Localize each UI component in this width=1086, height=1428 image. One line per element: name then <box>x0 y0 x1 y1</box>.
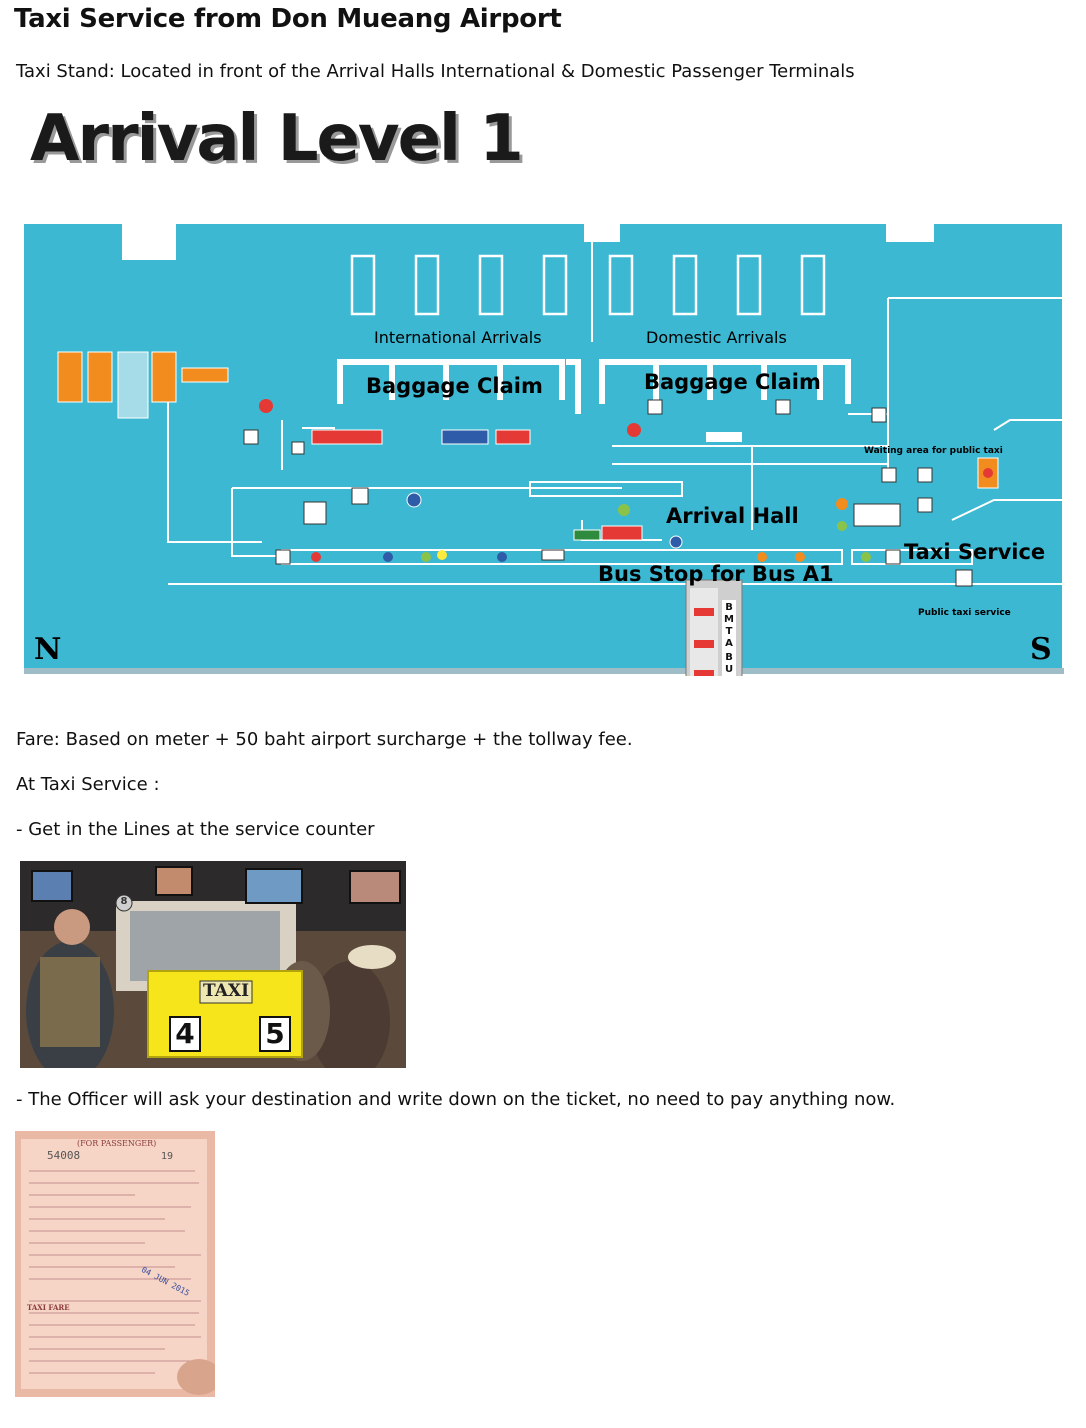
svg-text:B: B <box>725 602 733 613</box>
ticket-lines <box>29 1170 201 1374</box>
svg-text:A: A <box>725 638 733 649</box>
map-heading: Arrival Level 1 <box>30 102 524 176</box>
ticket-line-number: 19 <box>161 1151 174 1162</box>
taxi-service-label: Taxi Service <box>904 540 1046 564</box>
bus-stop-letters: BMT ABUS <box>724 602 734 687</box>
officer-text: - The Officer will ask your destination … <box>16 1089 896 1110</box>
south-marker: S <box>1030 632 1052 667</box>
svg-text:B: B <box>725 652 733 663</box>
ticket-header: (FOR PASSENGER) <box>77 1139 157 1148</box>
baggage-claim-international: Baggage Claim <box>366 374 543 398</box>
baggage-carousels <box>337 359 851 414</box>
svg-text:M: M <box>724 614 734 625</box>
baggage-claim-domestic: Baggage Claim <box>644 370 821 394</box>
svg-text:T: T <box>726 626 733 637</box>
taxi-ticket-photo: (FOR PASSENGER) 54008 19 04 JUN 2015 TAX… <box>15 1131 215 1397</box>
at-taxi-service-text: At Taxi Service : <box>16 774 160 795</box>
bus-stop-sign <box>685 579 743 695</box>
airport-map: BMT ABUS International Arrivals Domestic… <box>22 220 1068 695</box>
svg-text:U: U <box>725 664 733 675</box>
ticket-fare-label: TAXI FARE <box>27 1303 70 1312</box>
taxi-sign: TAXI <box>202 981 250 1001</box>
fare-text: Fare: Based on meter + 50 baht airport s… <box>16 729 633 750</box>
gates <box>350 254 826 316</box>
domestic-arrivals-label: Domestic Arrivals <box>646 328 787 347</box>
lane-5-sign: 5 <box>265 1017 285 1050</box>
ticket-number: 54008 <box>47 1149 81 1162</box>
taxi-counter-scene <box>20 861 406 1068</box>
taxi-stand-text: Taxi Stand: Located in front of the Arri… <box>16 61 855 82</box>
gate-number: 8 <box>120 896 128 907</box>
international-arrivals-label: International Arrivals <box>374 328 542 347</box>
page-title: Taxi Service from Don Mueang Airport <box>14 4 562 34</box>
map-shadow <box>24 668 1064 674</box>
lane-4-sign: 4 <box>175 1017 195 1050</box>
arrival-hall-label: Arrival Hall <box>666 504 799 528</box>
map-graphic: BMT ABUS <box>24 224 1064 695</box>
bus-stop-label: Bus Stop for Bus A1 <box>598 562 834 586</box>
service-icons <box>243 399 973 587</box>
public-taxi-service-label: Public taxi service <box>918 608 1011 618</box>
waiting-area-label: Waiting area for public taxi <box>864 446 1003 456</box>
taxi-counter-photo: TAXI 4 5 8 <box>20 861 406 1068</box>
info-dots <box>259 399 993 562</box>
get-in-lines-text: - Get in the Lines at the service counte… <box>16 819 375 840</box>
north-marker: N <box>34 632 62 667</box>
ticket-scene <box>15 1131 215 1397</box>
